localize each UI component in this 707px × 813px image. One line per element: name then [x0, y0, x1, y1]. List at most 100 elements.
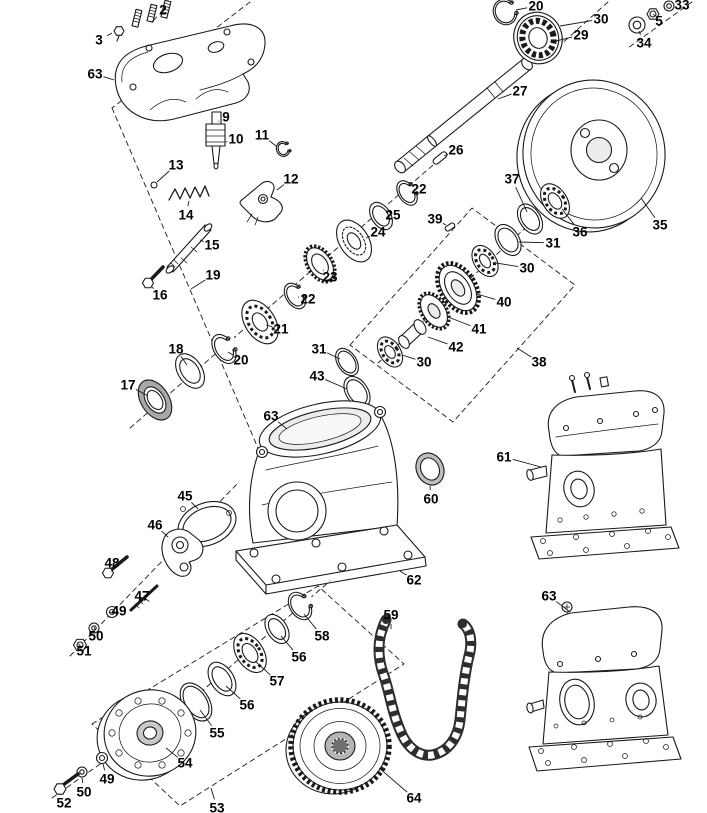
leader-line-47 [145, 598, 150, 602]
part-label-52: 52 [56, 796, 71, 811]
part-label-46: 46 [147, 518, 163, 533]
part-label-2: 2 [159, 3, 167, 18]
cover-gasket-hardware [72, 500, 237, 652]
leader-line-63 [103, 76, 115, 81]
cover-63 [114, 23, 266, 122]
part-49-washer-b [95, 751, 109, 765]
leader-line-31 [326, 352, 341, 360]
part-label-10: 10 [228, 132, 243, 147]
leader-line-19 [190, 279, 206, 290]
part-30-bearing [471, 244, 499, 278]
leader-line-27 [497, 93, 512, 100]
part-label-49: 49 [99, 772, 114, 787]
part-label-45: 45 [177, 489, 193, 504]
leader-line-34 [638, 30, 641, 35]
leader-line-54 [165, 747, 179, 758]
leader-line-14 [187, 200, 190, 207]
part-label-19: 19 [205, 268, 220, 283]
part-label-12: 12 [283, 172, 298, 187]
part-17-seal [137, 379, 173, 421]
part-label-41: 41 [471, 322, 487, 337]
leader-line-2 [151, 16, 158, 23]
part-54-drum [96, 689, 197, 781]
leader-line-18 [180, 356, 188, 366]
part-label-38: 38 [531, 355, 547, 370]
part-label-40: 40 [496, 295, 511, 310]
part-30-bearing-lower [376, 336, 404, 368]
shifter-small-parts [141, 111, 293, 289]
part-18-ring [175, 353, 205, 389]
part-label-3: 3 [95, 33, 103, 48]
leader-line-50 [81, 777, 84, 784]
leader-line-63 [277, 421, 288, 430]
part-25-ring [369, 201, 393, 231]
part-label-13: 13 [168, 158, 184, 173]
part-label-18: 18 [168, 342, 184, 357]
part-34-washer [628, 16, 646, 34]
part-label-53: 53 [209, 801, 225, 813]
part-42-shaft-end [398, 319, 427, 349]
part-60-ring [415, 452, 445, 486]
part-56-ring-b [264, 613, 290, 645]
part-15-shaft [165, 223, 213, 274]
part-49-washer [105, 605, 119, 619]
main-housing-63 [235, 400, 427, 595]
part-13-pin [150, 181, 158, 189]
part-56-ring-a [207, 661, 237, 697]
leader-line-36 [561, 208, 575, 226]
part-64-sprocket [285, 697, 392, 795]
cover-studs-2 [131, 0, 172, 28]
leader-line-12 [276, 184, 285, 191]
part-label-34: 34 [636, 36, 652, 51]
part-label-37: 37 [504, 172, 519, 187]
part-59-chain [373, 614, 477, 761]
part-label-49: 49 [111, 604, 126, 619]
main-shaft-stack [137, 180, 420, 421]
part-label-14: 14 [178, 208, 194, 223]
leader-line-26 [443, 153, 449, 157]
part-label-39: 39 [427, 212, 442, 227]
leader-line-56 [225, 685, 241, 700]
leader-line-57 [254, 660, 271, 676]
assembled-gearbox-lower-63 [526, 601, 682, 772]
part-46-bracket [161, 528, 204, 577]
housing-flange [235, 524, 427, 595]
part-label-63: 63 [541, 589, 557, 604]
leader-line-24 [365, 235, 371, 239]
part-label-57: 57 [269, 674, 284, 689]
part-label-17: 17 [120, 378, 135, 393]
bolt-3 [113, 26, 125, 42]
leader-line-63 [555, 601, 571, 613]
part-label-30: 30 [593, 12, 608, 27]
leader-line-42 [427, 336, 448, 345]
part-label-62: 62 [406, 573, 421, 588]
leader-line-40 [476, 293, 496, 300]
leader-line-51 [78, 643, 82, 648]
output-drum-stack [53, 591, 315, 795]
part-label-60: 60 [423, 492, 438, 507]
assembled-gearbox-upper-61 [526, 371, 680, 560]
part-47-stud [129, 584, 159, 612]
part-label-31: 31 [545, 236, 561, 251]
part-37-ring [516, 203, 544, 235]
countershaft-cluster [376, 183, 570, 368]
leader-line-5 [653, 13, 656, 17]
part-58-circlip [287, 591, 315, 621]
part-label-42: 42 [448, 340, 463, 355]
part-label-20: 20 [233, 353, 248, 368]
part-20-circlip [211, 333, 239, 365]
leader-line-15 [199, 239, 204, 242]
leader-line-56 [280, 635, 294, 651]
part-label-20: 20 [528, 0, 543, 14]
part-22-circlip-b [283, 282, 309, 310]
leader-line-30 [559, 20, 593, 27]
part-label-24: 24 [370, 225, 386, 240]
part-label-50: 50 [76, 785, 91, 800]
part-label-5: 5 [655, 14, 663, 29]
part-label-22: 22 [300, 292, 315, 307]
leader-line-49 [110, 611, 115, 614]
part-label-59: 59 [383, 608, 398, 623]
part-26-key [432, 151, 448, 165]
part-label-30: 30 [416, 355, 431, 370]
part-label-36: 36 [572, 225, 588, 240]
